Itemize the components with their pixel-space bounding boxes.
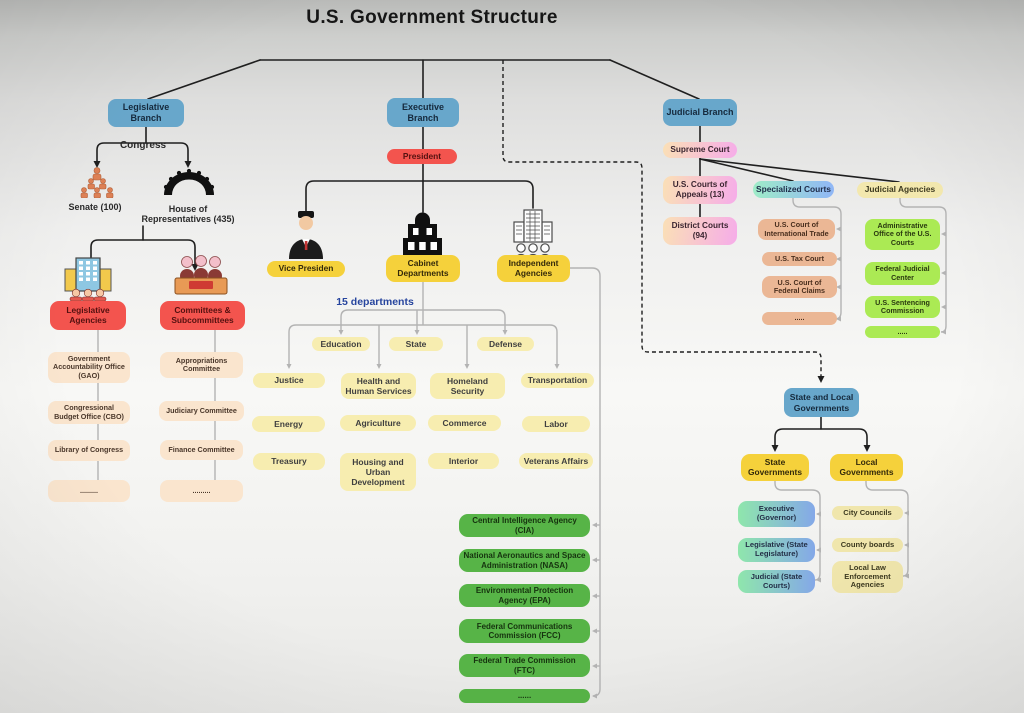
district-courts-box: District Courts (94)	[663, 217, 737, 245]
finance-committee-box: Finance Committee	[160, 440, 243, 460]
house-icon	[163, 168, 215, 196]
state-judicial-box: Judicial (State Courts)	[738, 570, 815, 593]
congress-label: Congress	[119, 140, 167, 151]
vice-president-icon	[289, 211, 323, 259]
page-title: U.S. Government Structure	[306, 7, 558, 28]
senate-icon	[80, 167, 114, 198]
legislative-agencies-box: Legislative Agencies	[50, 301, 126, 330]
committees-box: Committees & Subcommittees	[160, 301, 245, 330]
judicial-branch-box: Judicial Branch	[663, 99, 737, 126]
judicial-agencies-box: Judicial Agencies	[857, 182, 943, 198]
committees-more-box: .........	[160, 480, 243, 502]
independent-agencies-box: Independent Agencies	[497, 255, 570, 282]
sentencing-commission-box: U.S. Sentencing Commission	[865, 296, 940, 318]
cbo-box: Congressional Budget Office (CBO)	[48, 401, 130, 424]
house-label: House of Representatives (435)	[141, 204, 235, 225]
senate-label: Senate (100)	[68, 202, 122, 212]
legislative-agencies-icon	[64, 257, 112, 301]
city-councils-box: City Councils	[832, 506, 903, 520]
intl-trade-court-box: U.S. Court of International Trade	[758, 219, 835, 240]
departments-count-note: 15 departments	[336, 296, 414, 308]
dept-labor: Labor	[522, 416, 590, 432]
federal-claims-court-box: U.S. Court of Federal Claims	[762, 276, 837, 298]
tax-court-box: U.S. Tax Court	[762, 252, 837, 266]
specialized-courts-box: Specialized Courts	[753, 181, 834, 198]
committees-icon	[174, 255, 228, 295]
appropriations-committee-box: Appropriations Committee	[160, 352, 243, 378]
dept-state: State	[389, 337, 443, 351]
cabinet-departments-icon	[403, 212, 442, 255]
dept-interior: Interior	[428, 453, 499, 469]
independent-agencies-icon	[513, 209, 553, 258]
executive-branch-box: Executive Branch	[387, 98, 459, 127]
gao-box: Government Accountability Office (GAO)	[48, 352, 130, 383]
courts-of-appeals-box: U.S. Courts of Appeals (13)	[663, 176, 737, 204]
independent-agencies-more-box: ......	[459, 689, 590, 703]
dept-homeland-security: Homeland Security	[430, 373, 505, 399]
dept-defense: Defense	[477, 337, 534, 351]
dept-hhs: Health and Human Services	[341, 373, 416, 399]
epa-box: Environmental Protection Agency (EPA)	[459, 584, 590, 607]
local-governments-box: Local Governments	[830, 454, 903, 481]
dept-energy: Energy	[252, 416, 325, 432]
fcc-box: Federal Communications Commission (FCC)	[459, 619, 590, 643]
state-executive-box: Executive (Governor)	[738, 501, 815, 527]
dept-transportation: Transportation	[521, 373, 594, 388]
vice-president-box: Vice Presiden	[267, 261, 345, 277]
supreme-court-box: Supreme Court	[663, 142, 737, 158]
federal-judicial-center-box: Federal Judicial Center	[865, 262, 940, 285]
president-box: President	[387, 149, 457, 164]
cia-box: Central Intelligence Agency (CIA)	[459, 514, 590, 537]
state-governments-box: State Governments	[741, 454, 809, 481]
admin-office-box: Administrative Office of the U.S. Courts	[865, 219, 940, 250]
nasa-box: National Aeronautics and Space Administr…	[459, 549, 590, 572]
judiciary-committee-box: Judiciary Committee	[159, 401, 244, 421]
local-law-enforcement-box: Local Law Enforcement Agencies	[832, 561, 903, 593]
legislative-agencies-more-box: .........	[48, 480, 130, 502]
library-of-congress-box: Library of Congress	[48, 440, 130, 461]
dept-education: Education	[312, 337, 370, 351]
ftc-box: Federal Trade Commission (FTC)	[459, 654, 590, 677]
state-local-governments-box: State and Local Governments	[784, 388, 859, 417]
dept-treasury: Treasury	[253, 453, 325, 470]
state-legislative-box: Legislative (State Legislature)	[738, 538, 815, 562]
judicial-agencies-more-box: .....	[865, 326, 940, 338]
dept-agriculture: Agriculture	[340, 415, 416, 431]
dept-justice: Justice	[253, 373, 325, 388]
dept-hud: Housing and Urban Development	[340, 453, 416, 491]
cabinet-departments-box: Cabinet Departments	[386, 255, 460, 282]
legislative-branch-box: Legislative Branch	[108, 99, 184, 127]
specialized-courts-more-box: .....	[762, 312, 837, 325]
county-boards-box: County boards	[832, 538, 903, 552]
dept-commerce: Commerce	[428, 415, 501, 431]
dept-veterans-affairs: Veterans Affairs	[519, 453, 593, 469]
